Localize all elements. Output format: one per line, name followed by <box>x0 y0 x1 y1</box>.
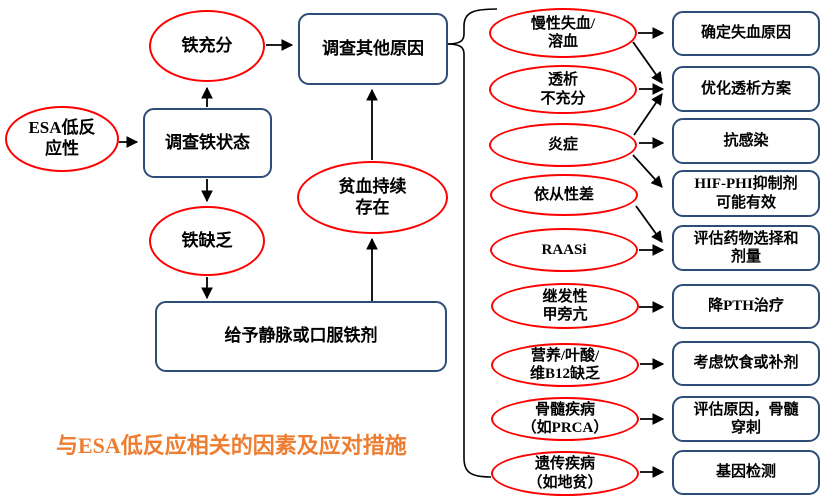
action-anti-infection: 抗感染 <box>672 118 820 164</box>
action-hif-phi-inhibitor: HIF-PHI抑制剂 可能有效 <box>672 170 820 217</box>
action-lower-pth-treatment: 降PTH治疗 <box>672 284 820 329</box>
cause-poor-compliance: 依从性差 <box>490 174 638 216</box>
arrow-inflammation-to-hif-phi <box>632 154 663 188</box>
brace <box>450 8 498 478</box>
arrow-poor-compliance-to-evaluate-drug <box>635 205 663 243</box>
node-anemia-persists: 贫血持续 存在 <box>297 161 448 234</box>
action-optimize-dialysis-plan: 优化透析方案 <box>672 66 820 112</box>
cause-raasi: RAASi <box>490 228 638 272</box>
arrow-inflammation-to-optimize-dialysis <box>633 93 663 136</box>
cause-secondary-hyperparathyroidism: 继发性 甲旁亢 <box>491 283 639 329</box>
action-evaluate-cause-marrow-puncture: 评估原因，骨髓 穿刺 <box>672 396 820 442</box>
diagram-caption: 与ESA低反应相关的因素及应对措施 <box>56 433 407 458</box>
cause-inadequate-dialysis: 透析 不充分 <box>489 65 637 114</box>
node-iron-sufficient: 铁充分 <box>149 10 265 82</box>
action-consider-diet-or-supplements: 考虑饮食或补剂 <box>672 341 820 386</box>
cause-chronic-blood-loss-hemolysis: 慢性失血/ 溶血 <box>489 8 637 58</box>
action-genetic-testing: 基因检测 <box>672 450 820 495</box>
cause-inflammation: 炎症 <box>489 123 637 167</box>
arrow-chronic-blood-loss-to-optimize-dialysis <box>632 41 663 84</box>
cause-nutrition-folate-b12-deficiency: 营养/叶酸/ 维B12缺乏 <box>491 343 639 387</box>
node-iron-deficiency: 铁缺乏 <box>149 206 265 276</box>
node-give-iv-or-oral-iron: 给予静脉或口服铁剂 <box>155 301 447 372</box>
action-determine-blood-loss-cause: 确定失血原因 <box>672 11 820 56</box>
cause-genetic-disease-thalassemia: 遗传疾病 （如地贫） <box>491 451 639 496</box>
node-esa-low-response: ESA低反 应性 <box>5 106 119 172</box>
node-investigate-other-causes: 调查其他原因 <box>298 13 448 85</box>
action-evaluate-drug-choice-dose: 评估药物选择和 剂量 <box>672 225 820 271</box>
node-investigate-iron-status: 调查铁状态 <box>143 108 272 178</box>
cause-bone-marrow-disease-prca: 骨髓疾病 （如PRCA） <box>491 397 639 441</box>
